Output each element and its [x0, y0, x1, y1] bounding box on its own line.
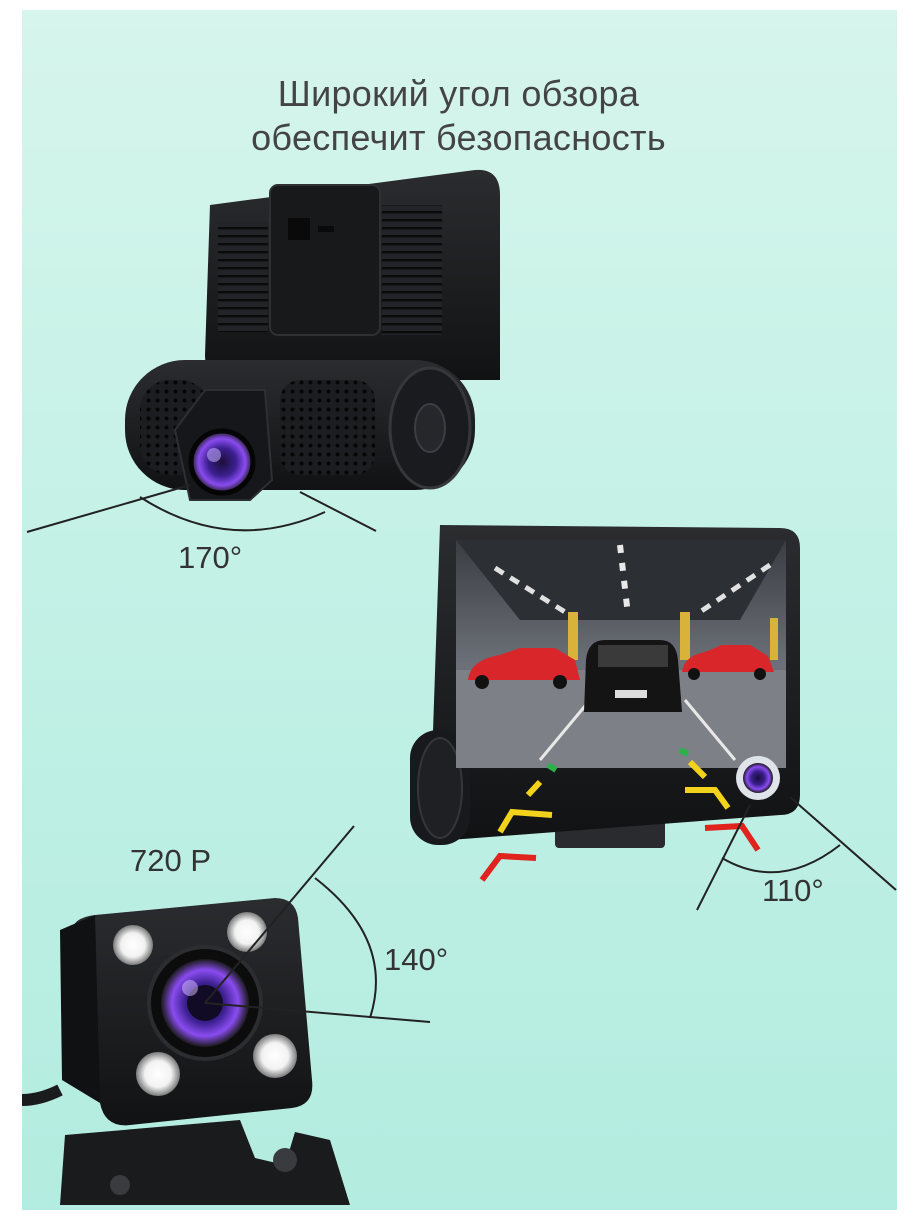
- front-angle-line-left: [26, 484, 191, 533]
- front-angle-arc: [139, 496, 326, 532]
- front-angle-label: 170°: [178, 540, 243, 575]
- cabin-angle-arc: [721, 844, 841, 874]
- rear-camera-icon: [21, 825, 431, 1205]
- rear-angle-line-top: [204, 825, 355, 1004]
- rear-resolution-label: 720 P: [130, 843, 212, 878]
- dashcam-screen-unit: [410, 525, 897, 911]
- rear-angle-label: 140°: [384, 942, 449, 977]
- front-angle-line-right: [299, 491, 377, 532]
- headline-line-2: обеспечит безопасность: [251, 117, 666, 158]
- cabin-angle-label: 110°: [762, 873, 824, 908]
- rear-angle-line-bottom: [204, 1002, 431, 1023]
- rear-angle-arc: [314, 877, 377, 1019]
- cabin-angle-line-right: [789, 796, 897, 891]
- headline: Широкий угол обзора обеспечит безопаснос…: [0, 72, 917, 160]
- headline-line-1: Широкий угол обзора: [277, 73, 640, 114]
- dashcam-front-icon: [26, 169, 500, 533]
- cabin-angle-line-left: [696, 804, 751, 911]
